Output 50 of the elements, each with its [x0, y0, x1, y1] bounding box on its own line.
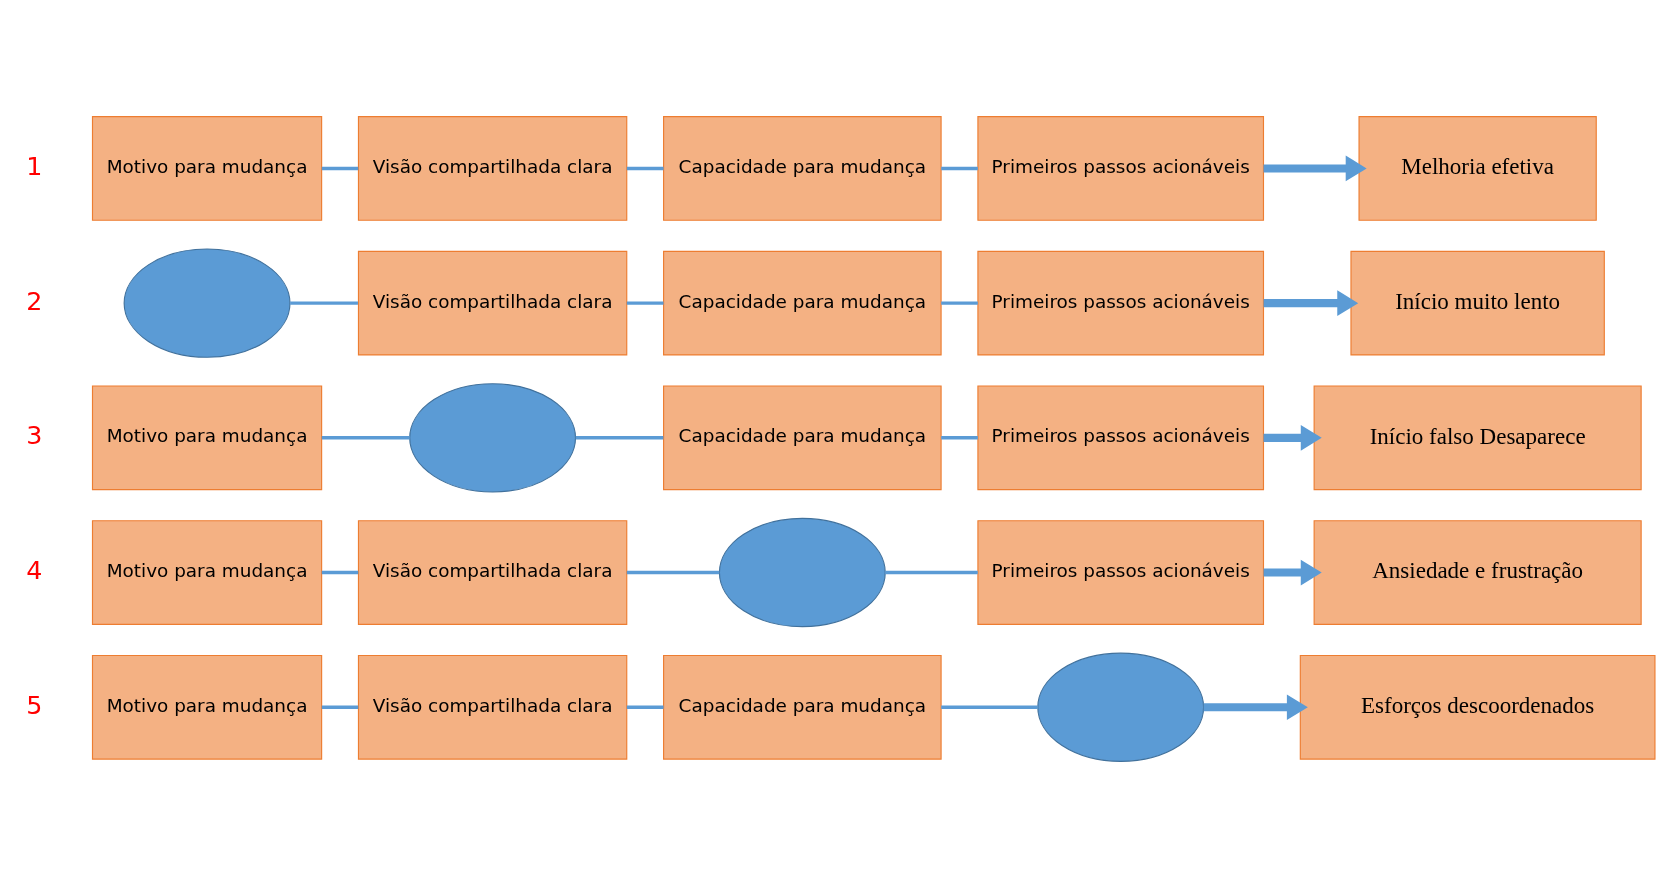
- node-box: Visão compartilhada clara: [357, 250, 628, 356]
- label: 3: [26, 419, 43, 450]
- connector: [290, 300, 358, 305]
- arrow: [1263, 559, 1322, 585]
- node-box: Esforços descoordenados: [1299, 654, 1656, 760]
- node-box: Motivo para mudança: [91, 519, 323, 625]
- node-box: Capacidade para mudança: [663, 250, 942, 356]
- connector: [575, 435, 664, 440]
- node-box: Capacidade para mudança: [663, 115, 942, 221]
- node-box: Motivo para mudança: [91, 115, 323, 221]
- node-box: Primeiros passos acionáveis: [977, 250, 1265, 356]
- connector: [321, 166, 359, 170]
- node-box: Capacidade para mudança: [663, 384, 942, 490]
- node-box: Primeiros passos acionáveis: [977, 115, 1265, 221]
- node-box: Primeiros passos acionáveis: [977, 519, 1265, 625]
- node-box: Visão compartilhada clara: [357, 519, 628, 625]
- connector: [626, 166, 664, 170]
- node-ellipse: [1037, 652, 1205, 762]
- node-ellipse: [718, 517, 886, 627]
- arrow: [1263, 424, 1322, 451]
- label: 1: [26, 150, 43, 181]
- connector: [885, 570, 978, 574]
- connector: [626, 570, 720, 574]
- connector: [626, 705, 664, 709]
- node-box: Visão compartilhada clara: [357, 654, 628, 760]
- node-box: Início falso Desaparece: [1313, 384, 1642, 490]
- label: 4: [26, 554, 43, 585]
- connector: [941, 705, 1038, 709]
- node-box: Visão compartilhada clara: [357, 115, 628, 221]
- node-box: Ansiedade e frustração: [1313, 519, 1642, 625]
- connector: [321, 435, 410, 440]
- label: 2: [26, 285, 43, 316]
- node-box: Primeiros passos acionáveis: [977, 384, 1265, 490]
- node-ellipse: [123, 247, 291, 358]
- connector: [941, 166, 978, 170]
- arrow: [1203, 693, 1308, 720]
- connector: [321, 705, 359, 709]
- label: 5: [26, 689, 43, 720]
- node-box: Motivo para mudança: [91, 384, 323, 490]
- node-box: Início muito lento: [1350, 250, 1605, 356]
- connector: [321, 570, 359, 574]
- arrow: [1263, 155, 1367, 181]
- connector: [941, 435, 978, 440]
- node-ellipse: [409, 382, 577, 493]
- connector: [626, 300, 664, 305]
- node-box: Melhoria efetiva: [1358, 115, 1597, 221]
- node-box: Motivo para mudança: [91, 654, 323, 760]
- node-box: Capacidade para mudança: [663, 654, 942, 760]
- arrow: [1263, 289, 1359, 316]
- connector: [941, 300, 978, 305]
